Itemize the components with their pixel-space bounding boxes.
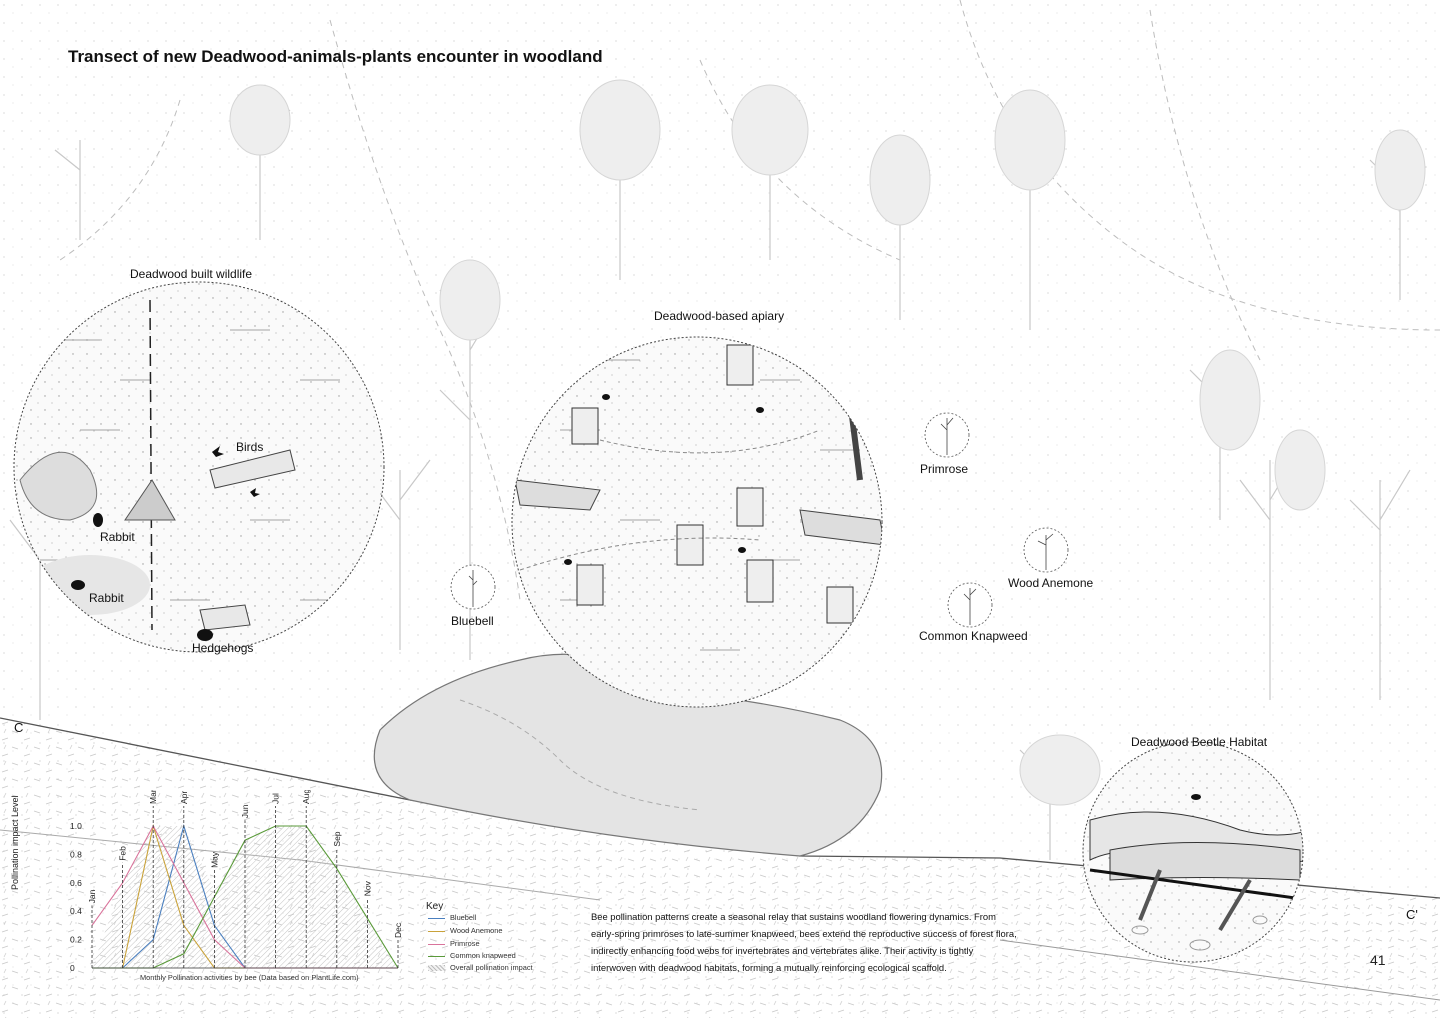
apiary-vignette-heading: Deadwood-based apiary: [654, 309, 785, 323]
section-mark-end: C': [1406, 907, 1418, 922]
x-tick-label: Nov: [362, 880, 372, 896]
key-swatch: [428, 943, 445, 945]
x-tick-label: Aug: [301, 790, 311, 804]
x-tick-label: Mar: [148, 790, 158, 804]
key-swatch: [428, 930, 445, 932]
page-number: 41: [1370, 952, 1386, 968]
tree-canopies: [229, 79, 1426, 806]
x-tick-label: Dec: [393, 922, 403, 938]
key-item: Overall pollination impact: [428, 963, 533, 972]
key-swatch: [428, 965, 445, 972]
key-title: Key: [426, 901, 444, 912]
label-common-knapweed: Common Knapweed: [919, 629, 1028, 643]
x-tick-label: Jul: [271, 793, 281, 804]
key-swatch: [428, 955, 445, 957]
x-tick-label: Feb: [118, 846, 128, 861]
x-tick-label: Jan: [87, 889, 97, 903]
page-title: Transect of new Deadwood-animals-plants …: [68, 47, 603, 66]
x-tick-label: May: [209, 851, 219, 868]
y-tick-label: 0.6: [70, 878, 82, 888]
y-tick-label: 0.4: [70, 906, 82, 916]
x-tick-label: Jun: [240, 804, 250, 818]
wildlife-vignette-heading: Deadwood built wildlife: [130, 267, 253, 281]
chart-caption: Monthly Pollination activities by bee (D…: [140, 973, 359, 982]
y-tick-label: 0.8: [70, 849, 82, 859]
key-item: Primrose: [428, 939, 480, 948]
apiary-vignette: [511, 336, 883, 708]
label-primrose: Primrose: [920, 462, 969, 476]
key-item: Bluebell: [428, 913, 476, 922]
section-mark-start: C: [14, 720, 24, 735]
key-swatch: [428, 917, 445, 919]
beetle-vignette: [1082, 741, 1304, 963]
label-hedgehogs: Hedgehogs: [192, 641, 254, 655]
key-item: Common knapweed: [428, 951, 516, 960]
label-rabbit: Rabbit: [100, 530, 135, 544]
label-birds: Birds: [236, 440, 264, 454]
beetle-vignette-heading: Deadwood Beetle Habitat: [1131, 735, 1268, 749]
label-bluebell: Bluebell: [451, 614, 494, 628]
x-tick-label: Apr: [179, 791, 189, 804]
description-paragraph: Bee pollination patterns create a season…: [591, 911, 1017, 973]
label-rabbit: Rabbit: [89, 591, 124, 605]
key-item: Wood Anemone: [428, 926, 502, 935]
wildlife-vignette: [13, 281, 385, 653]
y-tick-label: 1.0: [70, 821, 82, 831]
chart-y-axis-label: Pollination impact Level: [10, 795, 20, 890]
x-tick-label: Sep: [332, 831, 342, 846]
y-tick-label: 0: [70, 963, 75, 973]
pond: [373, 653, 883, 857]
label-wood-anemone: Wood Anemone: [1008, 576, 1094, 590]
y-tick-label: 0.2: [70, 935, 82, 945]
dashed-paths: [59, 0, 1440, 601]
